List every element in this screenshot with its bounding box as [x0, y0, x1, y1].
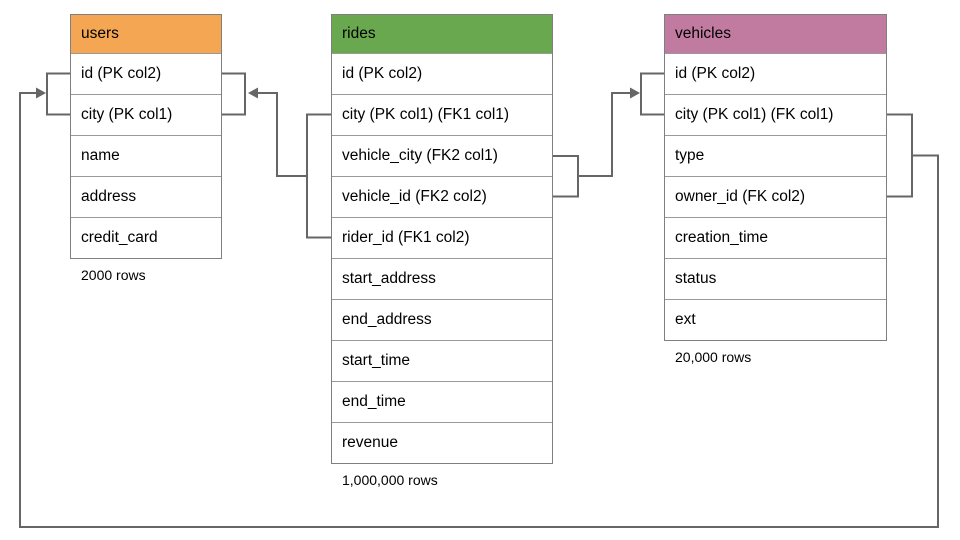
table-row: type: [665, 135, 886, 176]
row-count-label: 20,000 rows: [675, 349, 752, 365]
table-row: owner_id (FK col2): [665, 176, 886, 217]
column-label: end_address: [342, 311, 432, 329]
arrowhead-right-icon: [36, 87, 46, 99]
table-row: vehicle_id (FK2 col2): [332, 176, 552, 217]
row-count-label: 1,000,000 rows: [342, 472, 438, 488]
table-row: ext: [665, 299, 886, 340]
table-row: city (PK col1) (FK col1): [665, 94, 886, 135]
table-row: rider_id (FK1 col2): [332, 217, 552, 258]
table-row: city (PK col1) (FK1 col1): [332, 94, 552, 135]
table-row: name: [71, 135, 221, 176]
column-label: vehicle_id (FK2 col2): [342, 188, 487, 206]
table-columns: id (PK col2) city (PK col1) (FK col1) type…: [665, 53, 886, 340]
table-row: id (PK col2): [332, 53, 552, 94]
table-columns: id (PK col2) city (PK col1) (FK1 col1) veh…: [332, 53, 552, 463]
column-label: creation_time: [675, 229, 769, 247]
connector-rides-vehicles: [553, 92, 634, 198]
table-row: vehicle_city (FK2 col1): [332, 135, 552, 176]
table-users: users id (PK col2) city (PK col1) name addr…: [70, 14, 222, 283]
table-row: credit_card: [71, 217, 221, 258]
table-row: end_address: [332, 299, 552, 340]
table-row: start_address: [332, 258, 552, 299]
table-row: creation_time: [665, 217, 886, 258]
users-left-pk-bracket: [46, 72, 70, 116]
column-label: id (PK col2): [81, 65, 162, 83]
table-vehicles: vehicles id (PK col2) city (PK col1) (FK …: [664, 14, 887, 365]
column-label: address: [81, 188, 137, 206]
column-label: revenue: [342, 434, 399, 452]
column-label: city (PK col1) (FK col1): [675, 106, 834, 124]
column-label: city (PK col1): [81, 106, 173, 124]
table-row: address: [71, 176, 221, 217]
column-label: rider_id (FK1 col2): [342, 229, 470, 247]
column-label: vehicle_city (FK2 col1): [342, 147, 498, 165]
table-title: rides: [342, 25, 376, 43]
column-label: name: [81, 147, 120, 165]
table-header: users: [71, 15, 221, 53]
table-row: revenue: [332, 422, 552, 463]
column-label: id (PK col2): [342, 65, 423, 83]
column-label: id (PK col2): [675, 65, 756, 83]
table-header: vehicles: [665, 15, 886, 53]
table-row: status: [665, 258, 886, 299]
table-row: start_time: [332, 340, 552, 381]
table-title: users: [81, 25, 119, 43]
column-label: end_time: [342, 393, 406, 411]
table-row: city (PK col1): [71, 94, 221, 135]
connector-rides-users: [250, 92, 331, 239]
users-right-pk-bracket: [222, 72, 246, 116]
column-label: type: [675, 147, 705, 165]
row-count-label: 2000 rows: [81, 267, 146, 283]
column-label: owner_id (FK col2): [675, 188, 806, 206]
column-label: ext: [675, 311, 696, 329]
arrowhead-right-icon: [630, 87, 640, 99]
column-label: credit_card: [81, 229, 158, 247]
column-label: start_address: [342, 270, 436, 288]
vehicles-left-pk-bracket: [640, 72, 664, 116]
column-label: start_time: [342, 352, 411, 370]
arrowhead-left-icon: [248, 87, 258, 99]
table-title: vehicles: [675, 25, 731, 43]
connector-vehicles-users: [19, 92, 939, 528]
column-label: city (PK col1) (FK1 col1): [342, 106, 510, 124]
table-row: id (PK col2): [71, 53, 221, 94]
column-label: status: [675, 270, 717, 288]
table-header: rides: [332, 15, 552, 53]
table-row: end_time: [332, 381, 552, 422]
table-columns: id (PK col2) city (PK col1) name address cre…: [71, 53, 221, 258]
table-row: id (PK col2): [665, 53, 886, 94]
table-rides: rides id (PK col2) city (PK col1) (FK1 co…: [331, 14, 553, 488]
